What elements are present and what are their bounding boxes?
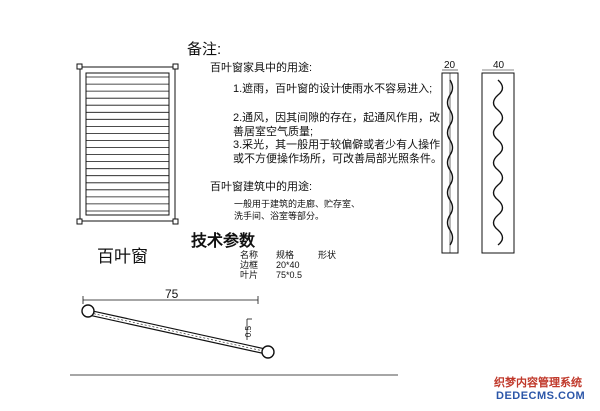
dimension-label-thickness: 0.5 [244, 325, 254, 338]
notes-item-2: 2.通风，因其间隙的存在，起通风作用，改善居室空气质量; [233, 112, 441, 138]
frame-profile-40 [481, 72, 515, 254]
dimension-label-40: 40 [493, 60, 505, 71]
dimension-label-20: 20 [444, 60, 456, 71]
notes-item-3: 3.采光，其一般用于较偏僻或者少有人操作或不方便操作场所，可改善局部光照条件。 [233, 139, 442, 165]
slat-profile-zigzag [492, 79, 504, 246]
specs-header-name: 名称 [240, 250, 259, 260]
specs-header-shape: 形状 [318, 250, 337, 260]
notes-furniture-heading: 百叶窗家具中的用途: [210, 62, 313, 74]
watermark-line-2: DEDECMS.COM [496, 390, 586, 402]
specs-row-slat-name: 叶片 [240, 270, 259, 280]
notes-item-1: 1.遮雨，百叶窗的设计使雨水不容易进入; [233, 83, 433, 95]
notes-building-body: 一般用于建筑的走廊、贮存室、洗手间、浴室等部分。 [234, 199, 361, 221]
specs-title: 技术参数 [191, 233, 256, 250]
dimension-label-75: 75 [165, 287, 179, 301]
specs-row-slat-spec: 75*0.5 [276, 270, 303, 280]
watermark-line-1: 织梦内容管理系统 [494, 377, 582, 389]
notes-title: 备注: [187, 41, 222, 58]
specs-header-spec: 规格 [276, 250, 295, 260]
notes-building-heading: 百叶窗建筑中的用途: [210, 181, 313, 193]
window-caption: 百叶窗 [97, 247, 148, 267]
specs-row-frame-name: 边框 [240, 260, 259, 270]
slat-profile-zigzag [446, 79, 454, 246]
specs-row-frame-spec: 20*40 [276, 260, 300, 270]
